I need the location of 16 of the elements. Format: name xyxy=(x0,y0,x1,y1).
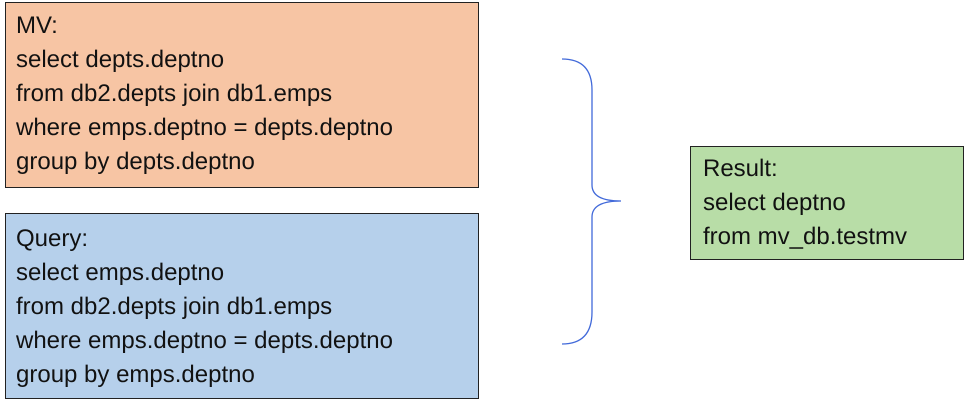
sql-line: from db2.depts join db1.emps xyxy=(16,292,334,322)
sql-line: where emps.deptno = depts.deptno xyxy=(16,326,394,356)
box-heading: Query: xyxy=(16,224,90,254)
text-box xyxy=(5,213,479,399)
sql-line: where emps.deptno = depts.deptno xyxy=(16,113,394,143)
sql-line: select depts.deptno xyxy=(16,45,226,75)
sql-line: from db2.depts join db1.emps xyxy=(16,79,334,109)
sql-line: from mv_db.testmv xyxy=(703,222,908,252)
text-box xyxy=(690,146,964,260)
sql-line: group by depts.deptno xyxy=(16,147,256,177)
box-heading: Result: xyxy=(703,154,779,184)
sql-line: select emps.deptno xyxy=(16,258,226,288)
text-box xyxy=(5,2,479,188)
sql-line: group by emps.deptno xyxy=(16,360,256,390)
sql-line: select deptno xyxy=(703,188,847,218)
box-heading: MV: xyxy=(16,11,59,41)
